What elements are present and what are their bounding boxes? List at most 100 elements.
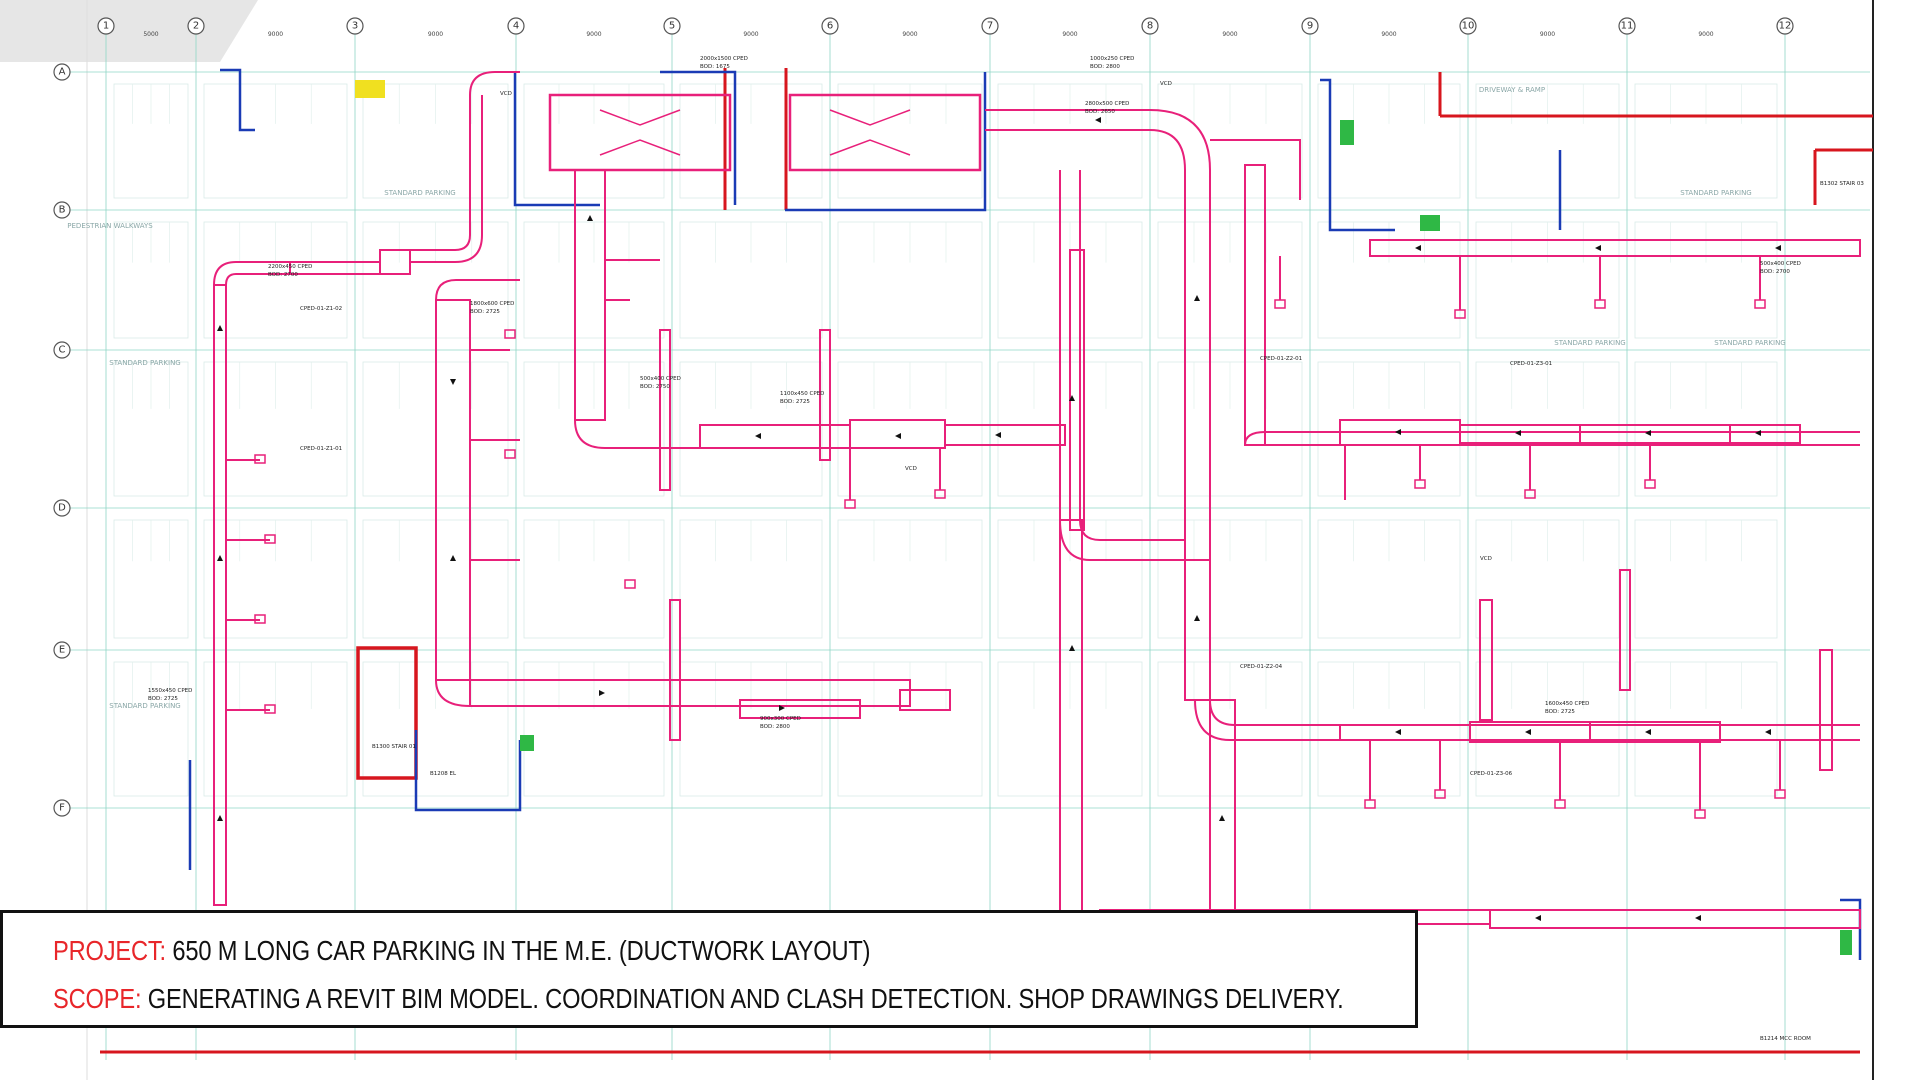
- zone-label: STANDARD PARKING: [1714, 339, 1785, 347]
- grid-bubble-row: C: [53, 341, 71, 359]
- room-stair-03: B1302 STAIR 03: [1820, 181, 1864, 187]
- grid-dimension: 9000: [743, 31, 758, 38]
- grid-bubble-col: 7: [981, 17, 999, 35]
- grid-dimension: 9000: [1062, 31, 1077, 38]
- blue-structure: [188, 68, 1862, 960]
- duct-size-note: 2800x500 CPED: [1085, 101, 1129, 107]
- duct-size-note: BOD: 2650: [1085, 109, 1115, 115]
- zone-label: STANDARD PARKING: [1680, 189, 1751, 197]
- duct-size-note: 2000x1500 CPED: [700, 56, 748, 62]
- flow-arrow-icon: [995, 432, 1001, 438]
- grid-bubble-col: 10: [1459, 17, 1477, 35]
- equipment-tag: CPED-01-Z2-04: [1240, 664, 1283, 670]
- duct-size-note: 1600x450 CPED: [1545, 701, 1589, 707]
- duct-size-note: BOD: 2725: [1545, 709, 1575, 715]
- flow-arrow-icon: [450, 555, 456, 561]
- room-stair-01: B1300 STAIR 01: [372, 744, 416, 750]
- grid-row-label: C: [59, 345, 66, 356]
- zone-label: PEDESTRIAN WALKWAYS: [67, 222, 153, 230]
- grid-bubble-col: 4: [507, 17, 525, 35]
- corner-shade: [0, 0, 258, 62]
- duct-size-note: BOD: 2800: [760, 724, 790, 730]
- duct-size-note: BOD: 2700: [1760, 269, 1790, 275]
- flow-arrow-icon: [599, 690, 605, 696]
- project-label: PROJECT:: [53, 935, 166, 966]
- grid-col-label: 10: [1462, 21, 1475, 32]
- equipment-tag: CPED-01-Z1-01: [300, 446, 342, 452]
- equipment-tag: VCD: [1480, 556, 1492, 562]
- zone-label: STANDARD PARKING: [109, 702, 180, 710]
- grid-bubble-col: 1: [97, 17, 115, 35]
- grid-dimension: 9000: [1540, 31, 1555, 38]
- grid-row-label: B: [59, 205, 66, 216]
- grid-row-label: F: [59, 803, 65, 814]
- grid-bubble-col: 12: [1776, 17, 1794, 35]
- duct-size-note: BOD: 2725: [780, 399, 810, 405]
- flow-arrow-icon: [779, 705, 785, 711]
- equipment-tag: VCD: [905, 466, 917, 472]
- flow-arrow-icon: [587, 215, 593, 221]
- flow-arrow-icon: [1395, 729, 1401, 735]
- flow-arrow-icon: [1755, 430, 1761, 436]
- flow-arrow-icon: [895, 433, 901, 439]
- grid-col-label: 1: [103, 21, 109, 32]
- room-mcc: B1214 MCC ROOM: [1760, 1036, 1811, 1042]
- grid-bubble-col: 5: [663, 17, 681, 35]
- grid-col-label: 9: [1307, 21, 1313, 32]
- scope-line: SCOPE: GENERATING A REVIT BIM MODEL. COO…: [53, 975, 1344, 1023]
- grid-bubble-row: B: [53, 201, 71, 219]
- zone-label: STANDARD PARKING: [384, 189, 455, 197]
- duct-size-note: BOD: 2750: [640, 384, 670, 390]
- flow-arrow-icon: [1069, 645, 1075, 651]
- project-caption: PROJECT: 650 M LONG CAR PARKING IN THE M…: [0, 910, 1418, 1028]
- grid-row-label: A: [59, 67, 66, 78]
- duct-size-note: 900x300 CPED: [760, 716, 801, 722]
- grid-col-label: 6: [827, 21, 833, 32]
- ductwork-network: [213, 71, 1861, 929]
- structural-grid: [70, 30, 1870, 1060]
- flow-arrow-icon: [217, 815, 223, 821]
- grid-dimension: 9000: [268, 31, 283, 38]
- duct-size-note: BOD: 2700: [268, 272, 298, 278]
- equipment-tag: CPED-01-Z3-06: [1470, 771, 1513, 777]
- flow-arrow-icon: [1535, 915, 1541, 921]
- zone-label: STANDARD PARKING: [1554, 339, 1625, 347]
- grid-col-label: 4: [513, 21, 519, 32]
- grid-dimension: 9000: [428, 31, 443, 38]
- grid-bubble-row: A: [53, 63, 71, 81]
- grid-col-label: 2: [193, 21, 199, 32]
- flow-arrow-icon: [217, 555, 223, 561]
- duct-size-note: BOD: 1675: [700, 64, 730, 70]
- grid-bubble-col: 6: [821, 17, 839, 35]
- duct-size-note: 1000x250 CPED: [1090, 56, 1134, 62]
- grid-col-label: 3: [352, 21, 358, 32]
- duct-size-note: BOD: 2725: [470, 309, 500, 315]
- grid-row-label: E: [59, 645, 65, 656]
- flow-arrow-icon: [755, 433, 761, 439]
- flow-arrow-icon: [1775, 245, 1781, 251]
- grid-col-label: 12: [1779, 21, 1792, 32]
- grid-dimension: 9000: [1222, 31, 1237, 38]
- flow-arrow-icon: [1595, 245, 1601, 251]
- grid-bubble-col: 3: [346, 17, 364, 35]
- grid-dimension: 5000: [143, 31, 158, 38]
- scope-label: SCOPE:: [53, 983, 142, 1014]
- grid-bubble-col: 2: [187, 17, 205, 35]
- room-el: B1208 EL: [430, 771, 457, 777]
- grid-col-label: 7: [987, 21, 993, 32]
- grid-bubble-col: 9: [1301, 17, 1319, 35]
- duct-size-note: 2200x450 CPED: [268, 264, 312, 270]
- flow-arrow-icon: [1219, 815, 1225, 821]
- flow-arrow-icon: [1695, 915, 1701, 921]
- flow-arrow-icon: [1194, 295, 1200, 301]
- flow-arrow-icon: [450, 379, 456, 385]
- flow-arrow-icon: [217, 325, 223, 331]
- red-walls: [100, 68, 1873, 1054]
- duct-size-note: 500x400 CPED: [1760, 261, 1801, 267]
- grid-bubble-row: E: [53, 641, 71, 659]
- equipment-tag: VCD: [500, 91, 512, 97]
- flow-arrow-icon: [1515, 430, 1521, 436]
